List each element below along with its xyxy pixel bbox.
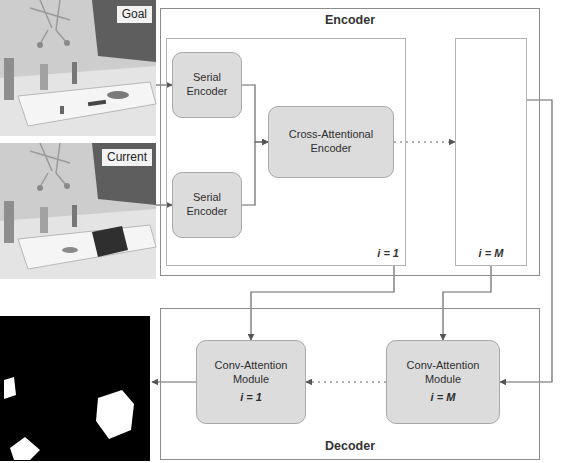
encoder-box: Encoderi = 1Serial EncoderSerial Encoder… [160,8,540,276]
module-label: Conv-Attention Module i = 1 [203,359,299,405]
label-slot: i = M [456,247,526,261]
box-title: Encoder [161,13,539,29]
encoder-block: i = M [455,38,527,266]
scene-shape [92,143,156,205]
output-mask [0,316,150,461]
scene-shape [40,207,48,233]
scene-shape [37,42,43,48]
module-label: Conv-Attention Module i = M [393,359,493,405]
box-title: Decoder [161,439,539,455]
serial-encoder: Serial Encoder [172,52,242,118]
serial-encoder: Serial Encoder [172,172,242,238]
decoder-box: DecoderConv-Attention Modulei = 1Conv-At… [160,308,540,460]
cross-attention-encoder: Cross-Attentional Encoder [268,106,394,178]
module-label: Serial Encoder [179,191,235,219]
goal-image: Goal [0,0,156,136]
image-caption: Goal [117,6,152,23]
label-slot: Goal [117,4,152,23]
module-name: Serial Encoder [179,71,235,99]
scene-shape [0,66,156,136]
scene-shape [4,377,16,399]
connector-arrow [156,204,172,205]
scene-shape [64,40,70,46]
connector-arrow [242,142,268,205]
module-name: Serial Encoder [179,191,235,219]
scene-shape [0,316,150,461]
goal-scene [0,0,156,136]
scene-shape [64,183,70,189]
layer-index: i = 1 [203,391,299,405]
scene-shape [18,82,156,126]
encoder-block: i = 1Serial EncoderSerial EncoderCross-A… [166,38,406,266]
conv-attention-module: Conv-Attention Module i = 1 [196,340,306,424]
scene-shape [30,143,70,187]
module-name: Conv-Attention Module [203,359,299,387]
connector-arrow [156,84,172,85]
conv-attention-module: Conv-Attention Module i = M [386,340,500,424]
current-scene [0,143,156,279]
scene-shape [62,247,78,253]
module-name: Cross-Attentional Encoder [275,128,387,156]
label-slot: Encoder [161,13,539,29]
label-slot: Decoder [161,439,539,455]
scene-shape [40,64,48,90]
scene-shape [92,226,128,257]
scene-shape [4,58,14,100]
scene-shape [107,91,129,99]
module-label: Serial Encoder [179,71,235,99]
scene-shape [0,143,156,279]
box-title: i = 1 [377,247,399,261]
module-label: Cross-Attentional Encoder [275,128,387,156]
scene-shape [92,0,156,62]
connector-arrow [394,141,455,142]
current-image: Current [0,143,156,279]
image-caption: Current [102,149,152,166]
connector-arrow [500,100,552,382]
scene-shape [4,201,14,243]
scene-shape [37,185,43,191]
scene-shape [18,225,156,269]
label-slot: i = 1 [377,247,399,261]
scene-shape [0,0,156,136]
scene-shape [30,0,70,44]
scene-shape [72,62,77,84]
output-arrow [152,381,196,382]
connector-arrow [242,85,268,142]
layer-index: i = M [393,391,493,405]
scene-shape [0,209,156,279]
connector-arrow [443,266,491,340]
scene-shape [96,390,134,439]
scene-shape [10,437,40,460]
scene-shape [72,205,77,227]
box-title: i = M [456,247,526,261]
connector-arrow [306,381,386,382]
scene-shape [88,100,106,106]
connector-arrow [251,266,394,340]
label-slot: Current [102,147,152,166]
scene-shape [60,106,64,114]
module-name: Conv-Attention Module [393,359,493,387]
